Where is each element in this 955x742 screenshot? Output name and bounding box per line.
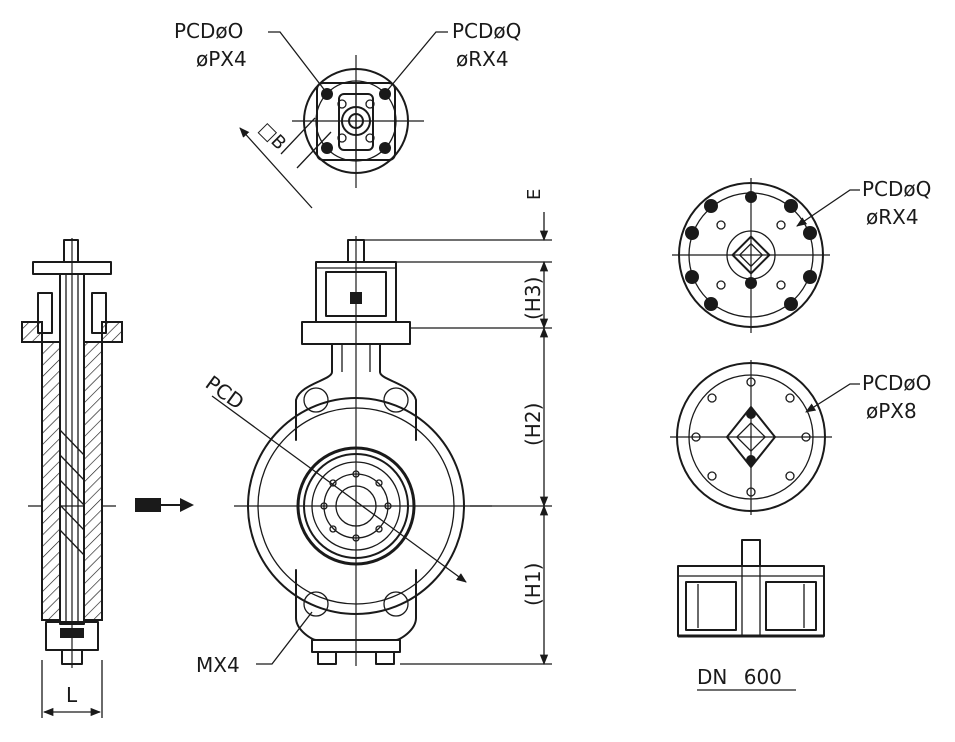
- label-top-px4: øPX4: [196, 47, 247, 71]
- top-flange-view: [239, 31, 448, 209]
- label-dim-h2: (H2): [521, 403, 545, 446]
- label-top-rx4: øRX4: [456, 47, 509, 71]
- leader-pcd-o: [268, 31, 327, 93]
- label-right-pcd-o: PCDøO: [862, 371, 931, 395]
- label-square-b: □B: [254, 119, 290, 155]
- label-top-pcd-o: PCDøO: [174, 19, 243, 43]
- side-view: [21, 238, 123, 718]
- front-view: [211, 212, 552, 666]
- right-bottom-section: [677, 539, 825, 691]
- label-dim-h3: (H3): [521, 277, 545, 320]
- label-pcd: PCD: [201, 371, 249, 415]
- label-top-pcd-q: PCDøQ: [452, 19, 521, 43]
- right-middle-flange: [670, 360, 860, 515]
- label-dn: DN 600: [697, 665, 782, 689]
- label-dim-l: L: [66, 683, 78, 707]
- label-right-rx4: øRX4: [866, 205, 919, 229]
- leader-pcd-q: [385, 31, 448, 93]
- label-dim-h1: (H1): [521, 563, 545, 606]
- right-top-flange: [672, 178, 860, 333]
- label-right-pcd-q: PCDøQ: [862, 177, 931, 201]
- flow-direction-arrow-icon: [135, 498, 194, 512]
- label-mx4: MX4: [196, 653, 240, 677]
- label-right-px8: øPX8: [866, 399, 917, 423]
- label-dim-e: E: [524, 189, 545, 200]
